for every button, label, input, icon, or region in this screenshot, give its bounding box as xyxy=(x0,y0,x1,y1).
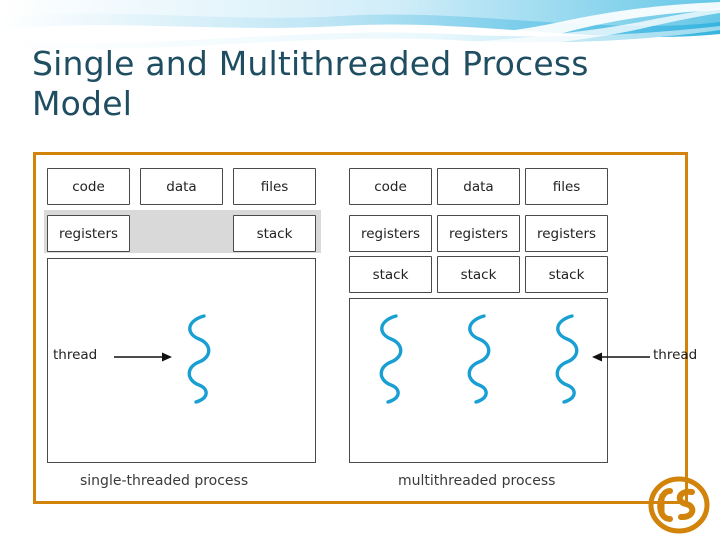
multi-process-body xyxy=(349,298,608,463)
multi-thread-squiggle-1 xyxy=(379,314,403,404)
single-thread-squiggle xyxy=(187,314,211,404)
single-data-box: data xyxy=(140,168,223,205)
multi-stack-box-2: stack xyxy=(437,256,520,293)
multi-files-box: files xyxy=(525,168,608,205)
single-thread-arrow xyxy=(114,352,172,362)
multithreaded-caption: multithreaded process xyxy=(398,473,556,489)
multi-thread-squiggle-3 xyxy=(555,314,579,404)
single-threaded-caption: single-threaded process xyxy=(80,473,249,489)
multi-thread-squiggle-2 xyxy=(467,314,491,404)
page-title: Single and Multithreaded Process Model xyxy=(32,44,589,124)
figure-body: code data files registers stack thread s… xyxy=(36,155,697,501)
multi-registers-box-1: registers xyxy=(349,215,432,252)
multi-thread-label: thread xyxy=(653,347,698,363)
single-stack-box: stack xyxy=(233,215,316,252)
multi-thread-arrow xyxy=(592,352,650,362)
single-process-body xyxy=(47,258,316,463)
single-files-box: files xyxy=(233,168,316,205)
multi-data-box: data xyxy=(437,168,520,205)
osu-beaver-logo xyxy=(648,476,710,534)
multi-code-box: code xyxy=(349,168,432,205)
single-registers-box: registers xyxy=(47,215,130,252)
multi-stack-box-3: stack xyxy=(525,256,608,293)
multi-registers-box-2: registers xyxy=(437,215,520,252)
multi-registers-box-3: registers xyxy=(525,215,608,252)
single-thread-label: thread xyxy=(53,347,98,363)
figure-frame: code data files registers stack thread s… xyxy=(33,152,697,504)
multi-stack-box-1: stack xyxy=(349,256,432,293)
single-code-box: code xyxy=(47,168,130,205)
